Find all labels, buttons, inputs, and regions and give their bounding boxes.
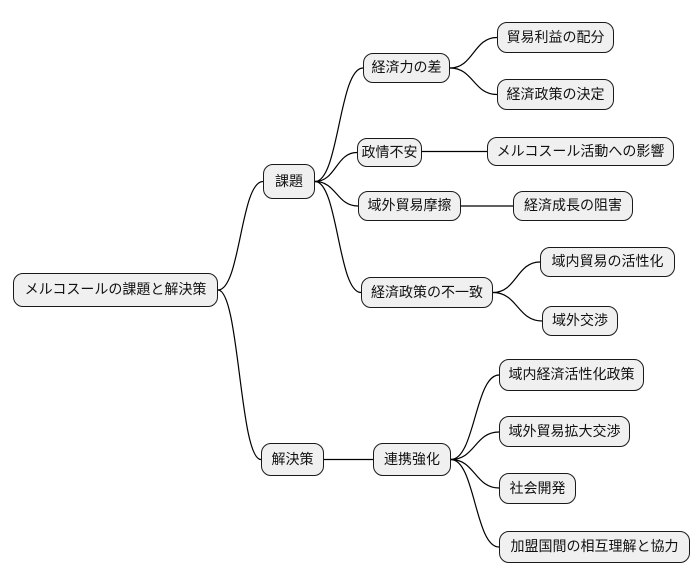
node-external-trade-friction: 域外貿易摩擦 (358, 191, 461, 221)
edge-cooperation-mutual-understanding (450, 458, 500, 548)
node-root-label: メルコスールの課題と解決策 (24, 282, 207, 298)
node-political-unrest: 政情不安 (357, 138, 422, 167)
edge-cooperation-intra-policy (450, 374, 500, 461)
node-cooperation-strengthening-label: 連携強化 (384, 451, 440, 468)
node-mercosur-activity-impact: メルコスール活動への影響 (487, 137, 674, 166)
node-trade-expansion-negotiation: 域外貿易拡大交渉 (499, 416, 630, 447)
edge-root-challenges (217, 180, 264, 291)
node-economic-gap-label: 経済力の差 (371, 60, 442, 76)
node-social-development: 社会開発 (499, 473, 576, 504)
node-root: メルコスールの課題と解決策 (13, 273, 218, 307)
node-cooperation-strengthening: 連携強化 (373, 443, 451, 476)
node-solutions: 解決策 (261, 443, 324, 476)
node-mercosur-activity-impact-label: メルコスール活動への影響 (496, 143, 665, 160)
node-economic-growth-hindrance: 経済成長の阻害 (513, 191, 633, 221)
node-mutual-understanding-label: 加盟国間の相互理解と協力 (510, 539, 679, 555)
node-external-trade-friction-label: 域外貿易摩擦 (367, 198, 452, 214)
node-challenges-label: 課題 (275, 173, 303, 190)
node-economic-growth-hindrance-label: 経済成長の阻害 (524, 198, 622, 214)
node-intra-economic-policy-label: 域内経済活性化政策 (508, 367, 635, 383)
node-external-negotiation-label: 域外交渉 (552, 313, 608, 329)
edge-policy-mismatch-intra-trade (492, 261, 541, 294)
edge-economic-gap-profit (449, 36, 498, 69)
node-intra-trade-activation-label: 域内貿易の活性化 (551, 254, 664, 270)
node-economic-gap: 経済力の差 (363, 53, 450, 83)
node-social-development-label: 社会開発 (509, 480, 566, 497)
node-policy-mismatch-label: 経済政策の不一致 (371, 284, 483, 301)
edge-policy-mismatch-external-nego (492, 291, 543, 322)
node-solutions-label: 解決策 (271, 451, 314, 468)
node-political-unrest-label: 政情不安 (361, 144, 418, 161)
edge-cooperation-social-dev (450, 458, 500, 489)
node-intra-economic-policy: 域内経済活性化政策 (499, 359, 644, 391)
node-challenges: 課題 (263, 164, 315, 199)
edge-challenges-trade-friction (314, 180, 359, 207)
edge-economic-gap-policy-decision (449, 67, 498, 96)
edge-challenges-policy-mismatch (314, 180, 362, 294)
node-trade-expansion-negotiation-label: 域外貿易拡大交渉 (508, 423, 621, 440)
node-trade-profit-distribution-label: 貿易利益の配分 (506, 29, 605, 46)
node-external-negotiation: 域外交渉 (542, 306, 618, 336)
edge-root-solutions (217, 289, 262, 461)
node-mutual-understanding: 加盟国間の相互理解と協力 (499, 531, 690, 563)
node-economic-policy-decision-label: 経済政策の決定 (506, 86, 605, 103)
edge-cooperation-trade-expansion (450, 431, 500, 461)
edge-challenges-political-unrest (314, 151, 358, 183)
node-trade-profit-distribution: 貿易利益の配分 (497, 22, 614, 53)
node-policy-mismatch: 経済政策の不一致 (361, 277, 493, 308)
edge-challenges-economic-gap (314, 67, 364, 183)
node-intra-trade-activation: 域内貿易の活性化 (540, 247, 675, 277)
node-economic-policy-decision: 経済政策の決定 (497, 79, 614, 110)
